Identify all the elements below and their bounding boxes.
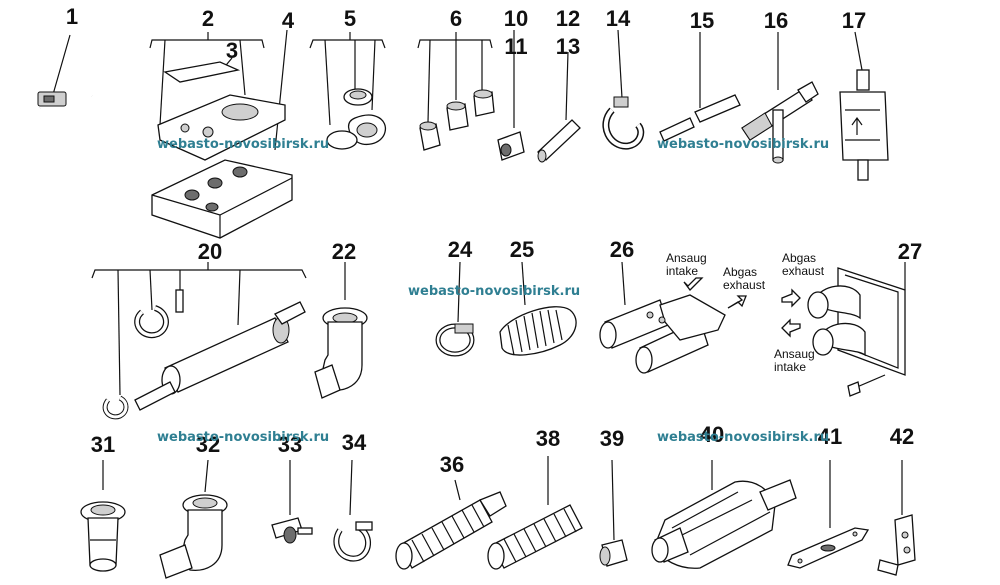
- label-intake-27: intake: [774, 360, 807, 374]
- part-42-bracket-drawing: [877, 460, 916, 576]
- part-number-10: 10: [503, 6, 529, 31]
- part-number-16: 16: [763, 8, 789, 33]
- part-number-42: 42: [889, 424, 915, 449]
- part-5-grommets-drawing: [309, 32, 387, 150]
- part-38-flex-pipe-drawing: [487, 456, 583, 570]
- part-number-20: 20: [197, 239, 223, 264]
- label-ansaug-26: Ansaug: [666, 251, 707, 265]
- part-number-22: 22: [331, 239, 357, 264]
- part-22-elbow-drawing: [314, 262, 368, 399]
- label-abgas-27: Abgas: [782, 251, 817, 265]
- part-number-2: 2: [201, 6, 215, 31]
- part-number-25: 25: [509, 237, 535, 262]
- part-number-40: 40: [699, 422, 725, 447]
- part-number-34: 34: [341, 430, 367, 455]
- part-number-24: 24: [447, 237, 473, 262]
- part-number-36: 36: [439, 452, 465, 477]
- part-14-ring-clip-drawing: [602, 29, 645, 150]
- part-number-5: 5: [343, 6, 357, 31]
- part-number-3: 3: [225, 38, 239, 63]
- part-17-filter-drawing: [839, 31, 889, 181]
- part-2-4-bracket-drawing: [149, 29, 293, 239]
- label-abgas-26: Abgas: [723, 265, 758, 279]
- part-41-plate-drawing: [787, 460, 870, 569]
- part-40-silencer-drawing: [651, 460, 797, 569]
- part-number-4: 4: [281, 8, 295, 33]
- part-number-13: 13: [555, 34, 581, 59]
- part-36-flex-pipe-drawing: [395, 479, 507, 570]
- part-27-passthrough-drawing: [781, 262, 906, 397]
- label-exhaust-27: exhaust: [782, 264, 825, 278]
- part-6-caps-drawing: [417, 32, 495, 151]
- label-ansaug-27: Ansaug: [774, 347, 815, 361]
- watermark: webasto-novosibirsk.ru: [157, 430, 330, 445]
- part-1-hose-clamp-drawing: [31, 34, 132, 194]
- part-number-6: 6: [449, 6, 463, 31]
- part-26-connector-drawing: [599, 261, 747, 374]
- part-32-elbow-drawing: [159, 459, 228, 579]
- part-39-end-cap-drawing: [599, 459, 628, 567]
- watermark: webasto-novosibirsk.ru: [408, 284, 581, 299]
- part-10-11-clip-drawing: [497, 30, 525, 161]
- part-16-tee-drawing: [741, 32, 819, 164]
- watermark: webasto-novosibirsk.ru: [657, 137, 830, 152]
- part-number-17: 17: [841, 8, 867, 33]
- part-33-clamp-drawing: [271, 460, 313, 544]
- part-number-12: 12: [555, 6, 581, 31]
- part-12-13-tube-drawing: [537, 51, 581, 163]
- label-exhaust-26: exhaust: [723, 278, 766, 292]
- part-number-39: 39: [599, 426, 625, 451]
- part-24-hose-clamp-drawing: [435, 261, 475, 357]
- part-number-14: 14: [605, 6, 631, 31]
- part-25-flex-hose-drawing: [499, 261, 577, 356]
- watermark: webasto-novosibirsk.ru: [157, 137, 330, 152]
- watermark: webasto-novosibirsk.ru: [657, 430, 830, 445]
- part-number-32: 32: [195, 432, 221, 457]
- part-number-38: 38: [535, 426, 561, 451]
- part-number-41: 41: [817, 424, 843, 449]
- part-number-31: 31: [90, 432, 116, 457]
- part-number-11: 11: [504, 34, 528, 59]
- part-15-pipe-drawing: [659, 32, 741, 142]
- part-34-pipe-clip-drawing: [333, 459, 373, 562]
- part-number-27: 27: [897, 239, 923, 264]
- part-number-1: 1: [65, 4, 79, 29]
- part-31-adapter-drawing: [80, 460, 126, 572]
- part-number-26: 26: [609, 237, 635, 262]
- label-intake-26: intake: [666, 264, 699, 278]
- part-number-15: 15: [689, 8, 715, 33]
- part-number-33: 33: [277, 432, 303, 457]
- part-20-silencer-drawing: [91, 262, 307, 420]
